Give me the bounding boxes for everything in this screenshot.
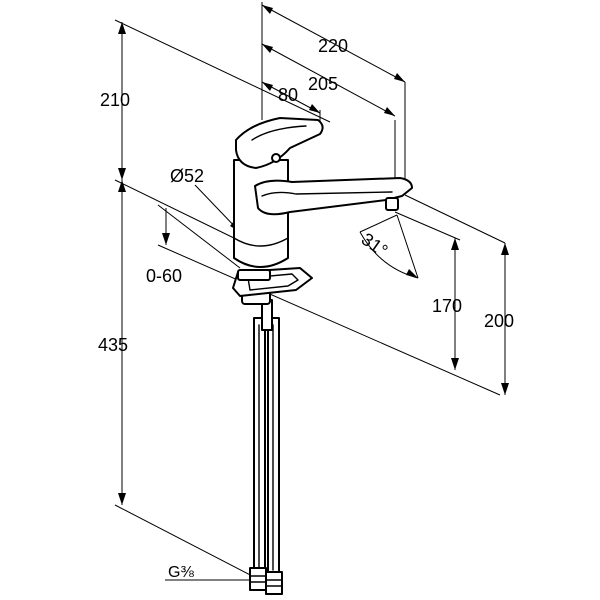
arrow [262,82,273,91]
dim-label-205: 205 [308,74,338,94]
dim-label-31deg: 31° [358,229,392,261]
arrow [406,269,418,278]
dim-label-dia52: Ø52 [170,166,204,186]
temperature-indicator [271,153,281,163]
arrow [451,238,459,250]
arrow [162,233,170,245]
arrow [309,104,320,113]
dim-label-200: 200 [484,311,514,331]
arrow [501,383,509,395]
aerator [385,197,399,211]
arrow [384,107,395,116]
hose-nuts [249,567,283,595]
mounting-ring [237,269,271,281]
dim-label-170: 170 [432,296,462,316]
dim-label-210: 210 [100,90,130,110]
mounting-plate-inner [247,273,299,291]
arrow [501,243,509,255]
arrow [118,180,126,192]
arrow [394,73,405,82]
dim-label-220: 220 [318,36,348,56]
dim-label-435: 435 [98,335,128,355]
body-band [233,237,289,247]
dim-line-220 [261,4,406,83]
ext-line-200-top [404,194,506,244]
arrow [118,168,126,180]
faucet [232,117,413,595]
dim-line-205 [261,43,396,117]
dim-label-thread: G⅜ [168,564,194,581]
nut-left [249,567,267,591]
arrow [118,493,126,505]
ext-line-170-top [394,211,461,241]
dimension-lines [114,2,509,581]
ext-line-210-top [114,19,331,123]
dimension-labels: 220 205 80 210 Ø52 0-60 435 31° 170 200 … [98,36,514,581]
lever-highlight [251,125,307,141]
lever-handle [235,117,324,169]
arrow [262,44,273,53]
spout [254,177,413,216]
dim-label-80: 80 [278,85,298,105]
supply-hoses [253,317,280,577]
ext-line-0-60-top [157,204,241,269]
arrow [118,22,126,34]
nut-right [265,571,283,595]
dim-label-0-60: 0-60 [146,266,182,286]
ext-line-210-bottom [114,179,239,241]
angle-leg-slanted [359,214,398,233]
arrow [262,5,273,14]
ext-line-countertop [157,244,501,396]
ext-line-435-bottom [114,504,261,581]
spout-highlight [261,191,393,197]
angle-leg-vertical [396,214,419,279]
arrow [451,358,459,370]
